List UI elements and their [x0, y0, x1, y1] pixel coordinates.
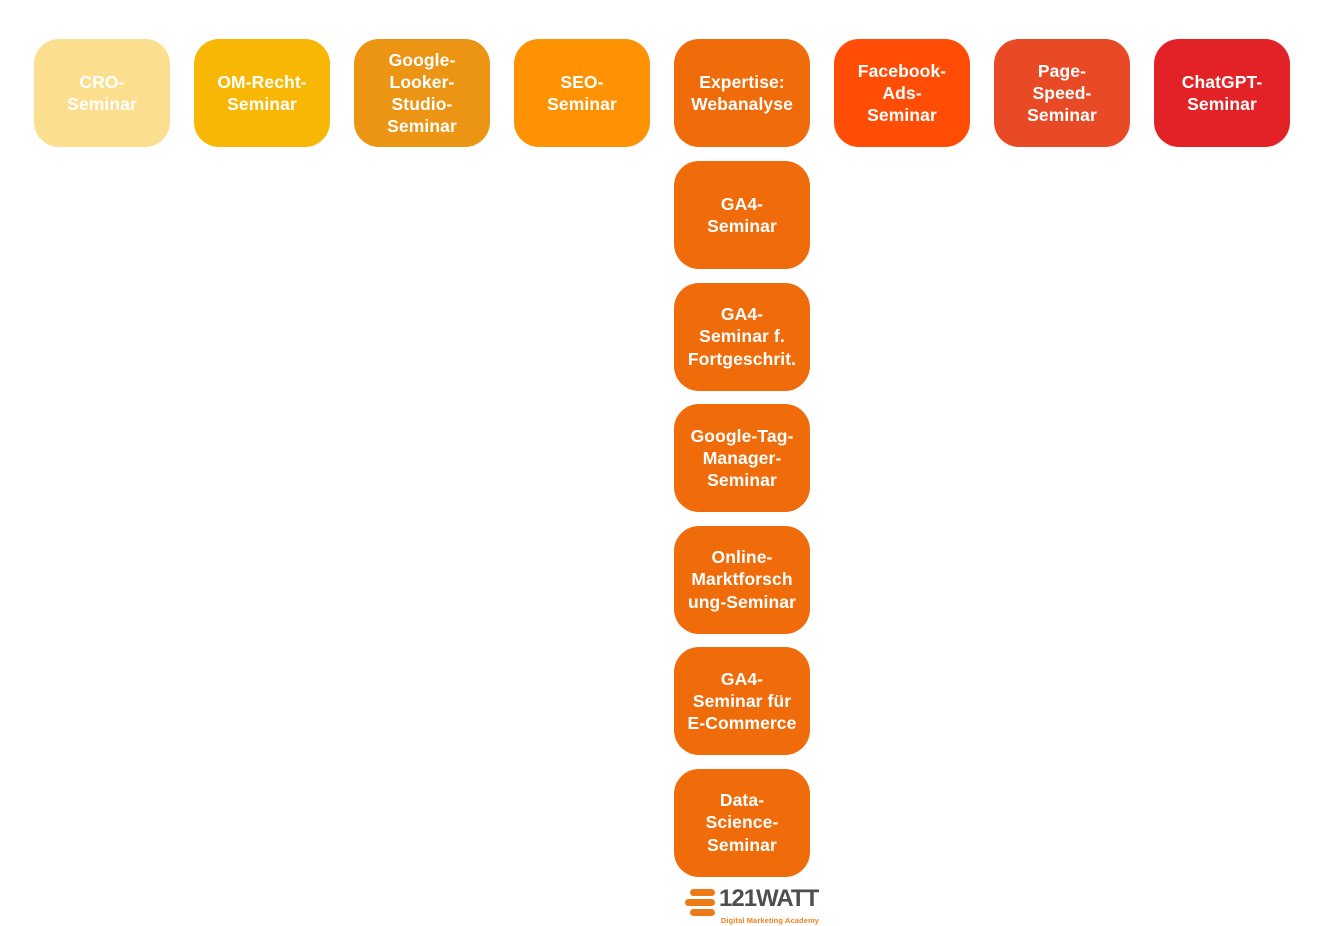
tile-label: GA4- Seminar	[707, 193, 777, 236]
tile-ga4-seminar-fortgeschrittene[interactable]: GA4- Seminar f. Fortgeschrit.	[674, 282, 810, 391]
121watt-bars-icon	[685, 886, 715, 916]
tile-label: GA4- Seminar für E-Commerce	[687, 668, 797, 734]
tile-label: Google-Tag- Manager- Seminar	[690, 425, 794, 491]
bar-icon	[690, 909, 715, 916]
tile-label: Google- Looker- Studio- Seminar	[387, 49, 457, 137]
tile-google-looker-studio-seminar[interactable]: Google- Looker- Studio- Seminar	[354, 39, 490, 147]
tile-label: Expertise: Webanalyse	[691, 71, 793, 114]
brand-name: 121WATT	[719, 885, 819, 912]
seminar-top-row: CRO- Seminar OM-Recht- Seminar Google- L…	[34, 39, 1290, 147]
tile-label: OM-Recht- Seminar	[217, 71, 307, 114]
tile-label: Page- Speed- Seminar	[1027, 60, 1097, 126]
tile-online-marktforschung-seminar[interactable]: Online- Marktforsch ung-Seminar	[674, 525, 810, 634]
tile-label: SEO- Seminar	[547, 71, 617, 114]
tile-page-speed-seminar[interactable]: Page- Speed- Seminar	[994, 39, 1130, 147]
logo-lockup: 121WATT	[685, 885, 825, 916]
tile-seo-seminar[interactable]: SEO- Seminar	[514, 39, 650, 147]
tile-expertise-webanalyse[interactable]: Expertise: Webanalyse	[674, 39, 810, 147]
tile-label: Data- Science- Seminar	[705, 790, 779, 855]
tile-data-science-seminar[interactable]: Data- Science- Seminar	[674, 768, 810, 877]
tile-google-tag-manager-seminar[interactable]: Google-Tag- Manager- Seminar	[674, 404, 810, 512]
tile-label: CRO- Seminar	[67, 71, 137, 114]
tile-om-recht-seminar[interactable]: OM-Recht- Seminar	[194, 39, 330, 147]
tile-cro-seminar[interactable]: CRO- Seminar	[34, 39, 170, 147]
tile-facebook-ads-seminar[interactable]: Facebook- Ads- Seminar	[834, 39, 970, 147]
webanalyse-column: GA4- Seminar GA4- Seminar f. Fortgeschri…	[674, 161, 810, 877]
bar-icon	[690, 889, 715, 896]
tile-chatgpt-seminar[interactable]: ChatGPT- Seminar	[1154, 39, 1290, 147]
tile-label: Online- Marktforsch ung-Seminar	[687, 547, 797, 612]
tile-label: GA4- Seminar f. Fortgeschrit.	[687, 304, 797, 369]
brand-tagline: Digital Marketing Academy	[720, 916, 819, 925]
tile-label: Facebook- Ads- Seminar	[857, 60, 947, 126]
tile-label: ChatGPT- Seminar	[1181, 71, 1263, 114]
tile-ga4-seminar-ecommerce[interactable]: GA4- Seminar für E-Commerce	[674, 647, 810, 755]
bar-icon	[685, 899, 715, 906]
tile-ga4-seminar[interactable]: GA4- Seminar	[674, 161, 810, 269]
121watt-logo: 121WATT Digital Marketing Academy	[685, 885, 825, 925]
